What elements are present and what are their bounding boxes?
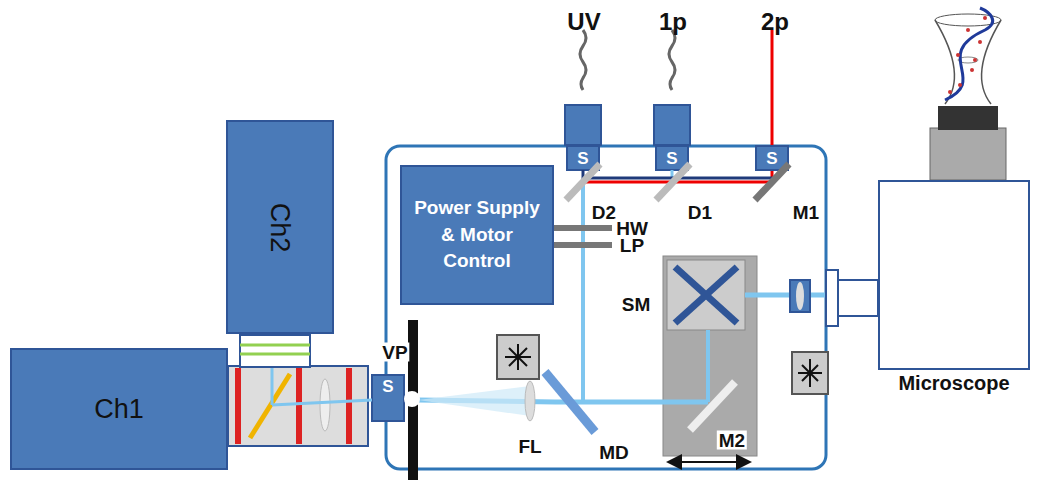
part-label: LP (618, 236, 646, 255)
microscope-box: Microscope (878, 180, 1030, 370)
node-label: Ch2 (265, 202, 296, 252)
connector-label: S (766, 150, 777, 167)
connector-label: S (577, 150, 588, 167)
connector-label: S (666, 150, 677, 167)
part-label: SM (620, 295, 653, 314)
detector-box: Ch2 (226, 120, 334, 334)
part-label: 2p (761, 10, 789, 34)
node-heading: Microscope (880, 372, 1028, 395)
connector-label: S (382, 378, 393, 395)
part-label: MD (597, 443, 631, 462)
part-label: VP (380, 343, 409, 362)
part-label: FL (516, 437, 543, 456)
node-label: Ch1 (94, 394, 144, 425)
node-label: Power Supply & Motor Control (402, 195, 552, 275)
control-box: Power Supply & Motor Control (400, 165, 554, 305)
part-label: UV (567, 10, 600, 34)
part-label: M1 (791, 203, 821, 222)
part-label: 1p (659, 10, 687, 34)
part-label: M2 (717, 431, 747, 450)
part-label: D1 (686, 203, 714, 222)
detector-box: Ch1 (10, 348, 228, 470)
